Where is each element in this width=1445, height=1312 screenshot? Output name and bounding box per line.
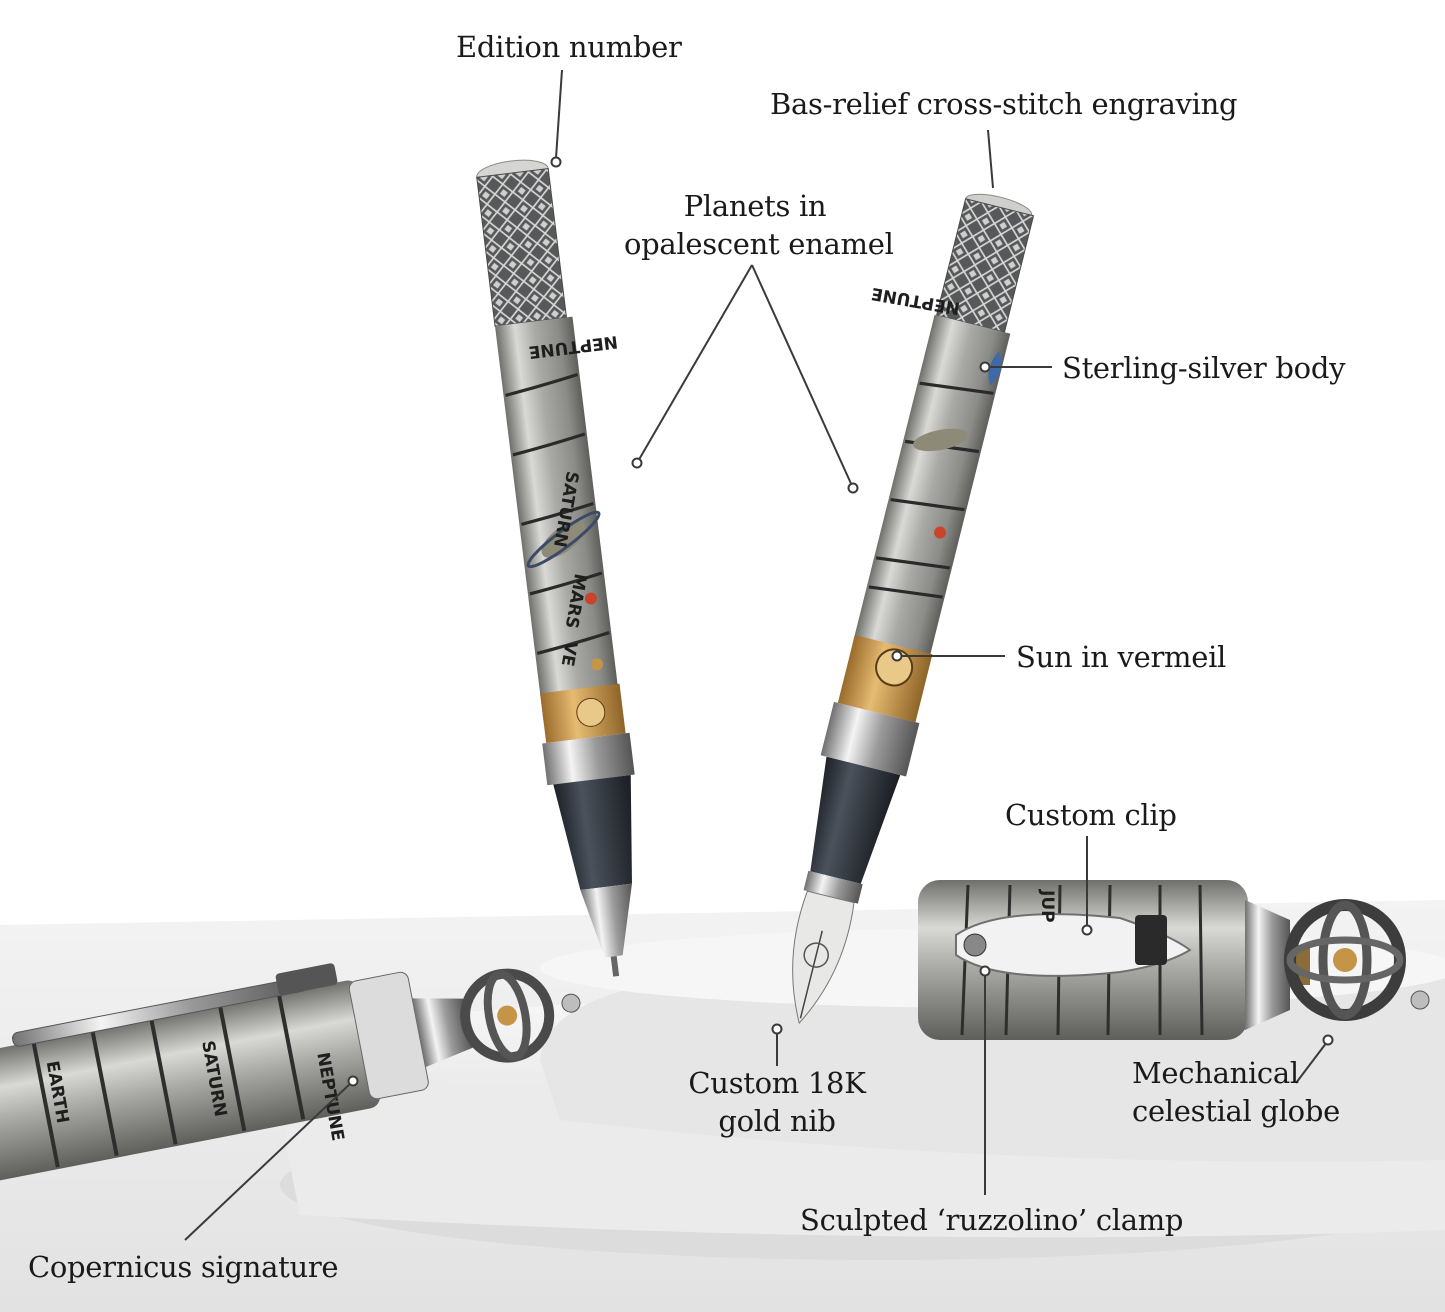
label-sterling-silver-body: Sterling-silver body — [1062, 351, 1346, 385]
label-planets-line1: Planets in — [683, 189, 827, 223]
fountain-pen — [792, 193, 1035, 1025]
engraving-ve: VE — [557, 640, 581, 668]
label-bas-relief-engraving: Bas-relief cross-stitch engraving — [770, 87, 1238, 121]
label-globe-line1: Mechanical — [1132, 1056, 1299, 1090]
label-nib-line2: gold nib — [718, 1104, 836, 1138]
label-custom-clip: Custom clip — [1005, 798, 1177, 832]
label-planets-line2: opalescent enamel — [624, 227, 894, 261]
label-celestial-globe: Mechanical celestial globe — [1132, 1054, 1340, 1130]
rollerball-pen — [476, 159, 635, 977]
leader-dots — [347, 156, 1334, 1087]
label-nib-line1: Custom 18K — [688, 1066, 866, 1100]
engraving-jup: JUP — [1037, 889, 1057, 923]
label-globe-line2: celestial globe — [1132, 1094, 1340, 1128]
label-ruzzolino-clamp: Sculpted ‘ruzzolino’ clamp — [800, 1203, 1184, 1237]
label-planets-enamel: Planets in opalescent enamel — [624, 187, 894, 263]
label-edition-number: Edition number — [456, 30, 682, 64]
label-gold-nib: Custom 18K gold nib — [680, 1064, 874, 1140]
label-copernicus-signature: Copernicus signature — [28, 1250, 339, 1284]
capped-pen — [918, 880, 1430, 1040]
label-sun-in-vermeil: Sun in vermeil — [1016, 640, 1227, 674]
leader-lines — [184, 69, 1328, 1241]
signature-pen — [0, 963, 581, 1181]
